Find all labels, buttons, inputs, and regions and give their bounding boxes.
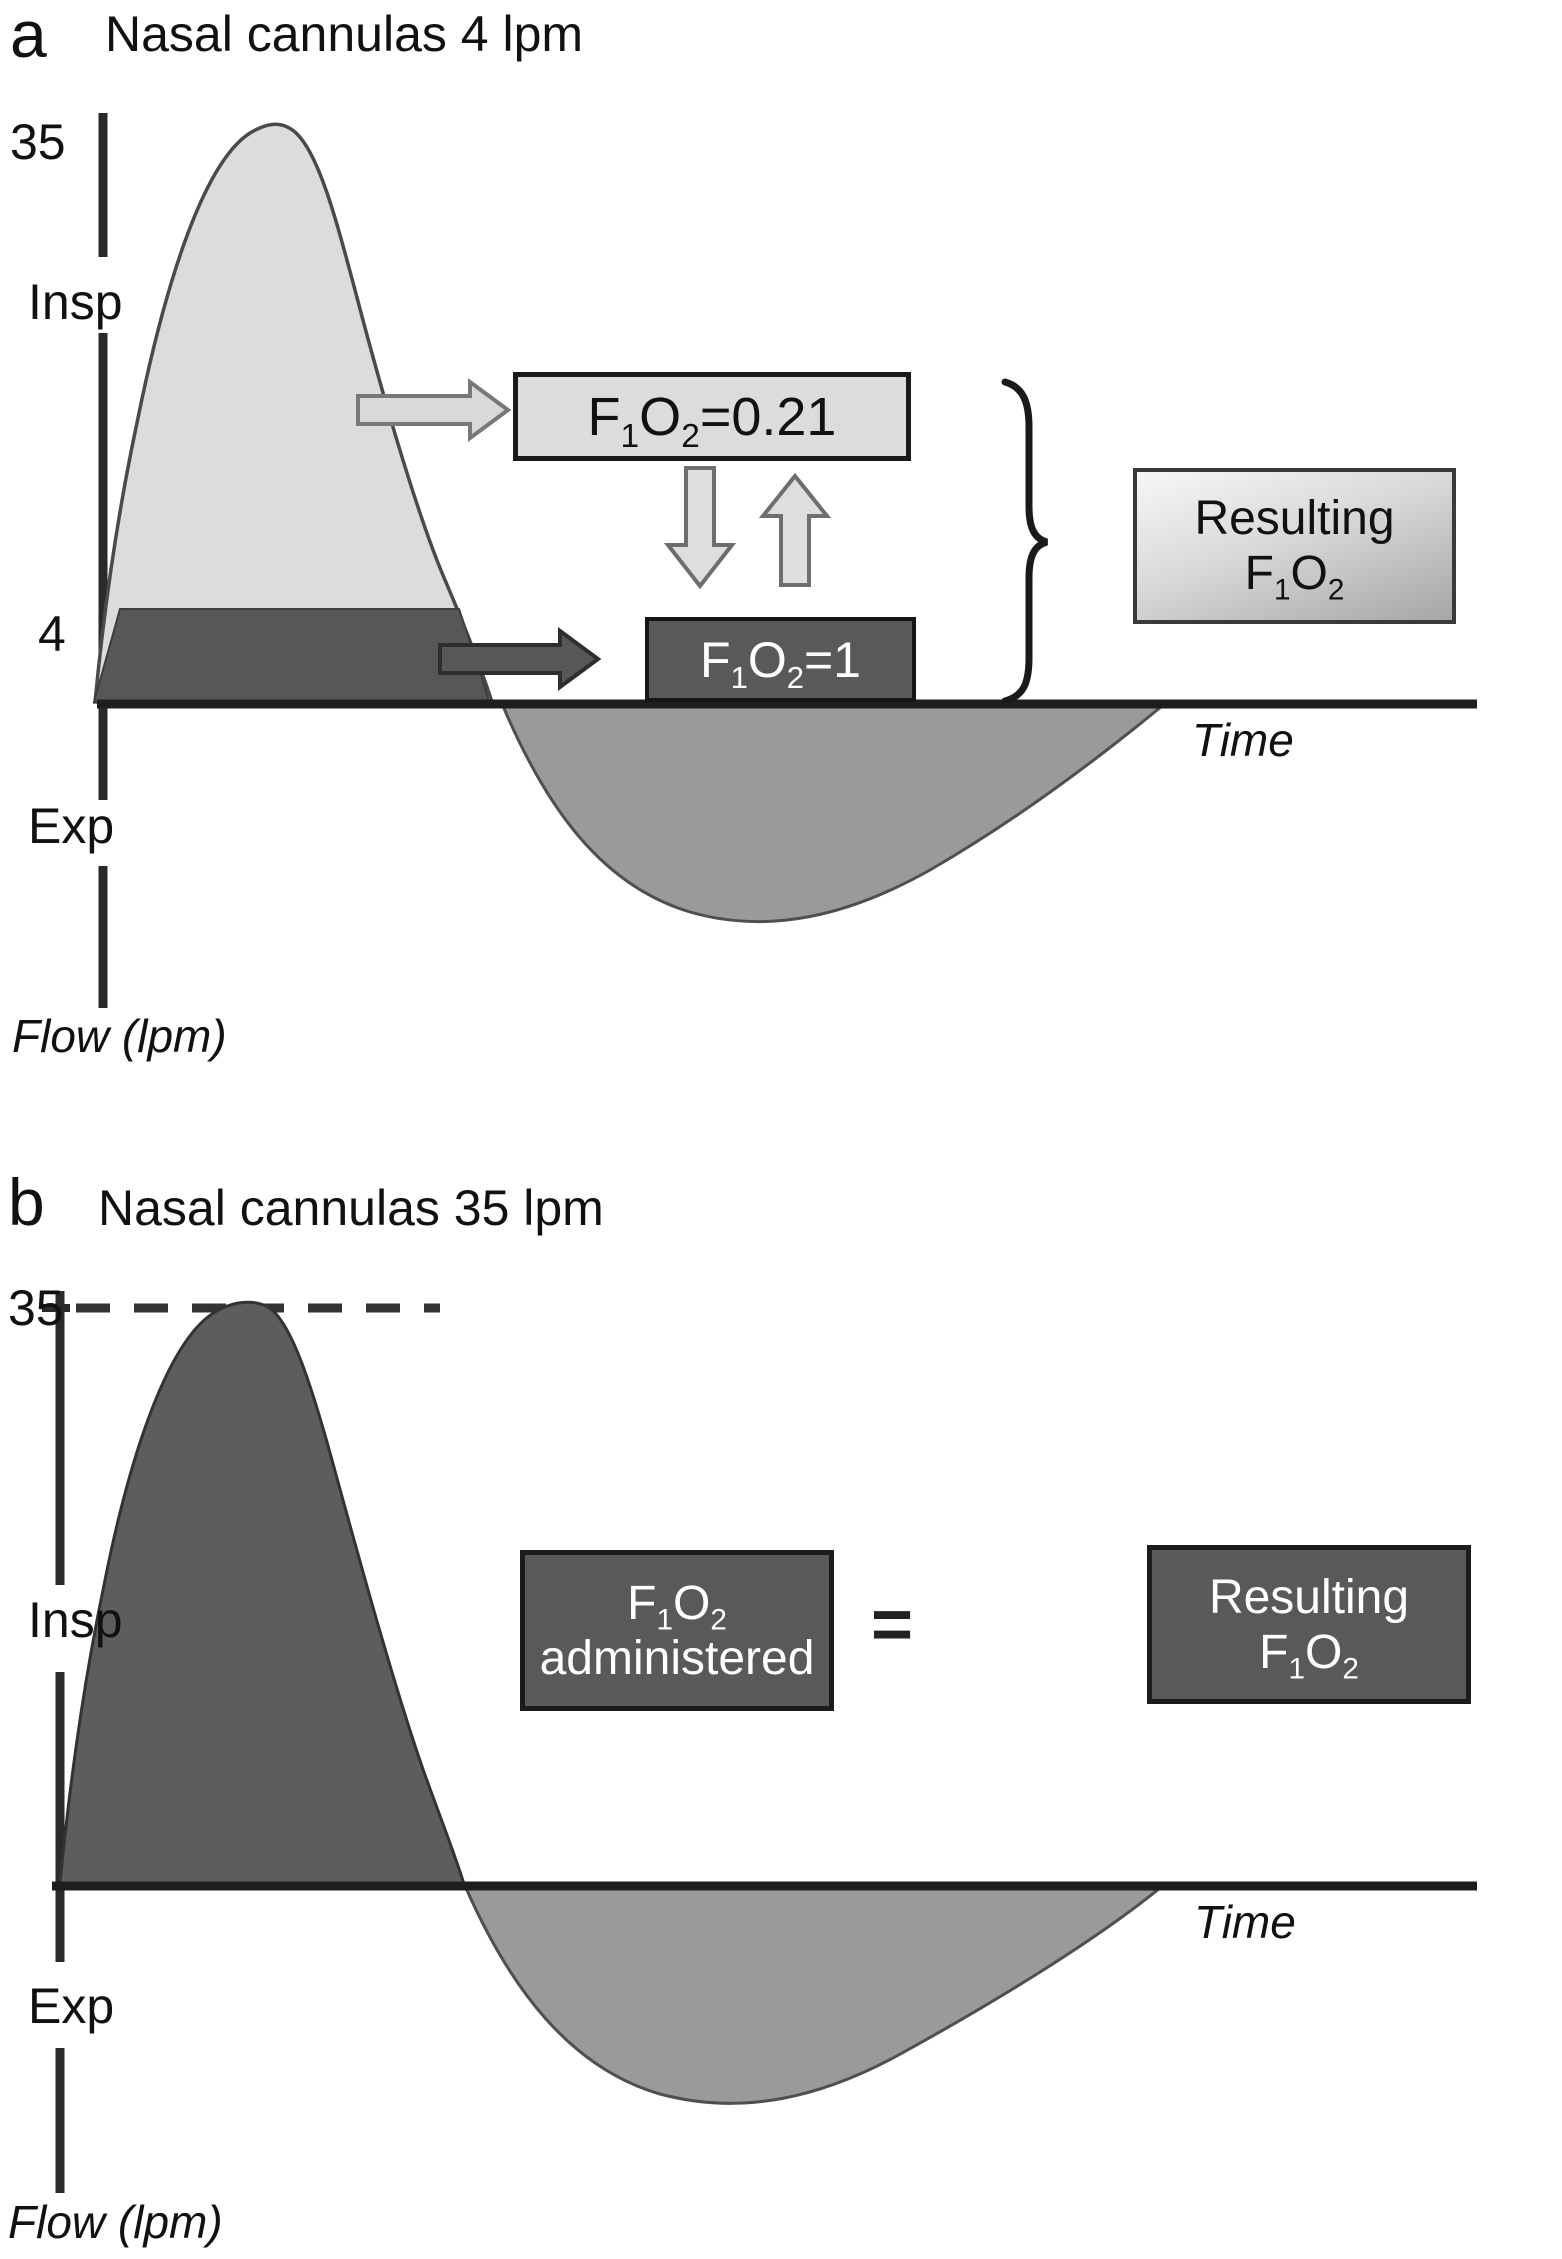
panel-a-cannula-flow-band (92, 608, 491, 703)
panel-a-inspiration-curve (93, 122, 495, 704)
resulting-a-line2: F1O2 (1244, 547, 1345, 607)
resulting-b-line1: Resulting (1208, 1570, 1410, 1624)
panel-b-inspiration-curve (58, 1300, 467, 1886)
panel-b-insp-label: Insp (28, 1592, 123, 1648)
brace-icon (1001, 378, 1049, 705)
panel-b-title: Nasal cannulas 35 lpm (98, 1180, 604, 1236)
room-air-arrow-icon (356, 378, 512, 442)
oxygen-fio2-box: F1O2=1 (645, 617, 916, 702)
up-arrow-icon (758, 472, 832, 587)
panel-a-insp-label: Insp (28, 274, 123, 330)
panel-a-time-axis-label: Time (1192, 714, 1294, 766)
resulting-fio2-box-b: Resulting F1O2 (1147, 1545, 1471, 1704)
panel-b-time-axis-label: Time (1194, 1896, 1296, 1948)
equals-sign: = (870, 1585, 914, 1665)
panel-a-exp-label: Exp (28, 798, 115, 854)
oxygen-fio2-text: F1O2=1 (700, 631, 861, 695)
room-air-fio2-box: F1O2=0.21 (513, 372, 911, 461)
down-arrow-icon (663, 466, 737, 590)
administered-line1: F1O2 (627, 1576, 727, 1637)
oxygen-arrow-icon (438, 627, 602, 691)
panel-a-title: Nasal cannulas 4 lpm (105, 6, 584, 62)
administered-line2: administered (539, 1631, 815, 1685)
panel-a-ytick-35: 35 (10, 114, 66, 170)
fio2-administered-box: F1O2 administered (520, 1550, 834, 1711)
panel-a-ytick-4: 4 (38, 606, 66, 662)
panel-b-letter: b (8, 1165, 45, 1239)
resulting-a-line1: Resulting (1194, 492, 1395, 545)
panel-b-ytick-35: 35 (8, 1280, 64, 1336)
panel-a-flow-axis-label: Flow (lpm) (12, 1010, 227, 1062)
panel-b-exp-label: Exp (28, 1978, 115, 2034)
resulting-b-line2: F1O2 (1259, 1625, 1359, 1686)
panel-a-letter: a (10, 0, 47, 71)
panel-a-expiration-curve (500, 704, 1167, 924)
resulting-fio2-box-a: Resulting F1O2 (1133, 468, 1456, 624)
panel-b-expiration-curve (463, 1886, 1165, 2105)
room-air-fio2-text: F1O2=0.21 (587, 386, 837, 455)
panel-b-flow-axis-label: Flow (lpm) (8, 2196, 223, 2248)
